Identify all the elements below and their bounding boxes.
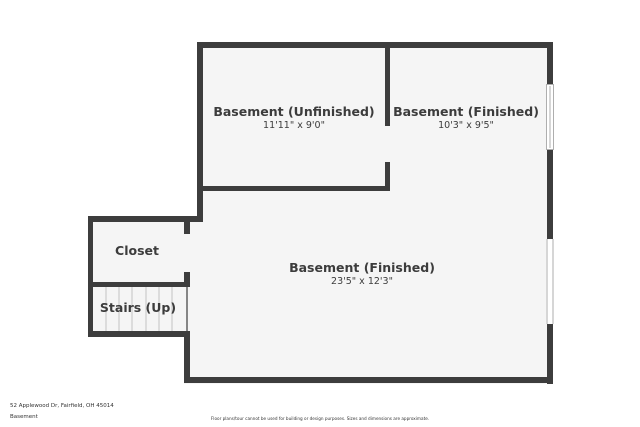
property-address: 52 Applewood Dr, Fairfield, OH 45014 [10,403,114,409]
room-dimensions: 10'3" x 9'5" [438,120,494,131]
windows [546,84,554,324]
room-dimensions: 23'5" x 12'3" [331,276,393,287]
disclaimer-text: Floor plans/tour cannot be used for buil… [210,416,430,421]
floor-level-label: Basement [10,414,38,420]
room-label-closet: Closet [115,243,159,258]
room-name: Basement (Unfinished) [213,104,375,119]
openings [184,126,390,272]
stair-treads [105,287,173,331]
walls [88,42,553,384]
room-name: Stairs (Up) [99,300,177,315]
room-dimensions: 11'11" x 9'0" [263,120,325,131]
room-label-basement-finished-upper: Basement (Finished) 10'3" x 9'5" [393,104,539,132]
room-label-stairs: Stairs (Up) [100,300,176,315]
room-label-basement-unfinished: Basement (Unfinished) 11'11" x 9'0" [213,104,374,132]
room-name: Basement (Finished) [289,260,435,275]
floor-fill [88,42,553,384]
room-label-basement-finished-main: Basement (Finished) 23'5" x 12'3" [289,260,435,288]
room-name: Basement (Finished) [393,104,539,119]
room-name: Closet [115,243,159,258]
